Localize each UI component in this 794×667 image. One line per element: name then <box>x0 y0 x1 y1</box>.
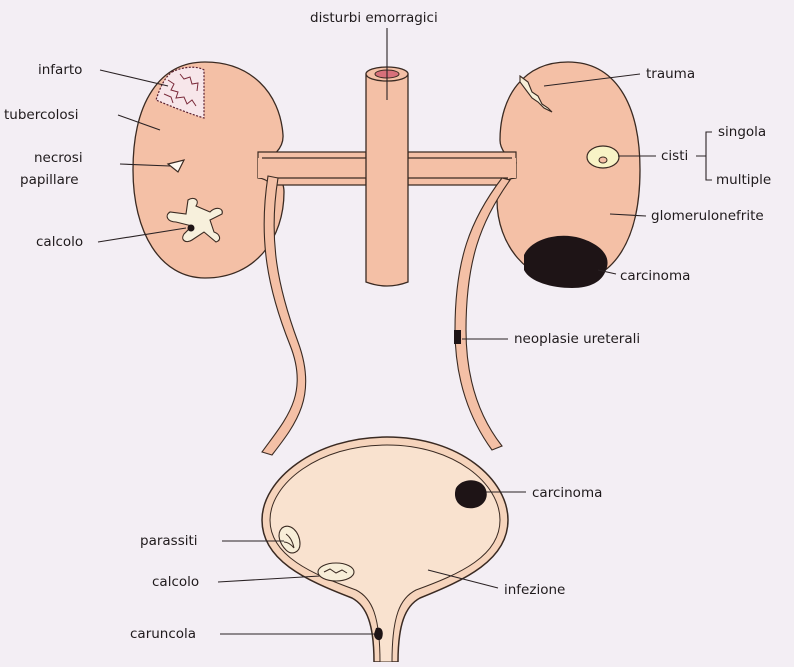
label-carcinoma-vescicale: carcinoma <box>532 485 602 501</box>
vena-cava <box>365 73 409 287</box>
bladder-inner-wall <box>269 444 501 663</box>
leader-trauma <box>543 73 641 87</box>
leader-tubercolosi <box>117 114 161 131</box>
calcolo-staghorn <box>166 197 223 243</box>
label-singola: singola <box>718 124 766 140</box>
label-necrosi: necrosi <box>34 150 83 166</box>
label-multiple: multiple <box>716 172 771 188</box>
leader-carcinoma-renale <box>597 269 617 275</box>
caruncola-lesion <box>374 627 383 641</box>
label-neoplasie-ureterali: neoplasie ureterali <box>514 331 640 347</box>
leader-calcolo-vescicale <box>217 575 321 583</box>
label-parassiti: parassiti <box>140 533 198 549</box>
trauma-lesion <box>519 74 553 113</box>
cisti-inner <box>598 156 608 164</box>
parassiti-lesion <box>278 525 301 554</box>
right-ureter <box>454 177 511 451</box>
calcolo-dot <box>187 224 195 232</box>
label-calcolo-vescicale: calcolo <box>152 574 199 590</box>
carcinoma-renale-lesion <box>524 235 608 288</box>
label-papillare: papillare <box>20 172 79 188</box>
leader-calcolo-renale <box>97 227 187 243</box>
label-tubercolosi: tubercolosi <box>4 107 78 123</box>
label-glomerulonefrite: glomerulonefrite <box>651 208 764 224</box>
right-kidney <box>496 61 641 283</box>
calcolo-vescicale-lesion <box>317 562 355 582</box>
parassiti-texture <box>283 533 295 549</box>
necrosi-papillare-lesion <box>166 159 186 173</box>
label-carcinoma-renale: carcinoma <box>620 268 690 284</box>
leader-infezione <box>427 569 499 589</box>
label-trauma: trauma <box>646 66 695 82</box>
label-disturbi-emorragici: disturbi emorragici <box>310 10 438 26</box>
left-ureter <box>261 175 307 456</box>
leader-infarto <box>99 69 169 87</box>
label-infezione: infezione <box>504 582 565 598</box>
label-cisti: cisti <box>661 148 688 164</box>
label-calcolo-renale: calcolo <box>36 234 83 250</box>
carcinoma-vescicale-lesion <box>454 480 487 509</box>
leader-necrosi <box>119 163 171 167</box>
label-infarto: infarto <box>38 62 82 78</box>
calcolo-vescicale-texture <box>323 568 348 574</box>
infarto-lesion <box>155 66 205 119</box>
neoplasia-ureterale-lesion <box>454 330 461 344</box>
label-caruncola: caruncola <box>130 626 196 642</box>
cisti-bracket <box>696 131 712 181</box>
leader-lines <box>97 28 712 635</box>
infarto-texture <box>163 73 199 107</box>
leader-glomerulonefrite <box>609 213 647 217</box>
